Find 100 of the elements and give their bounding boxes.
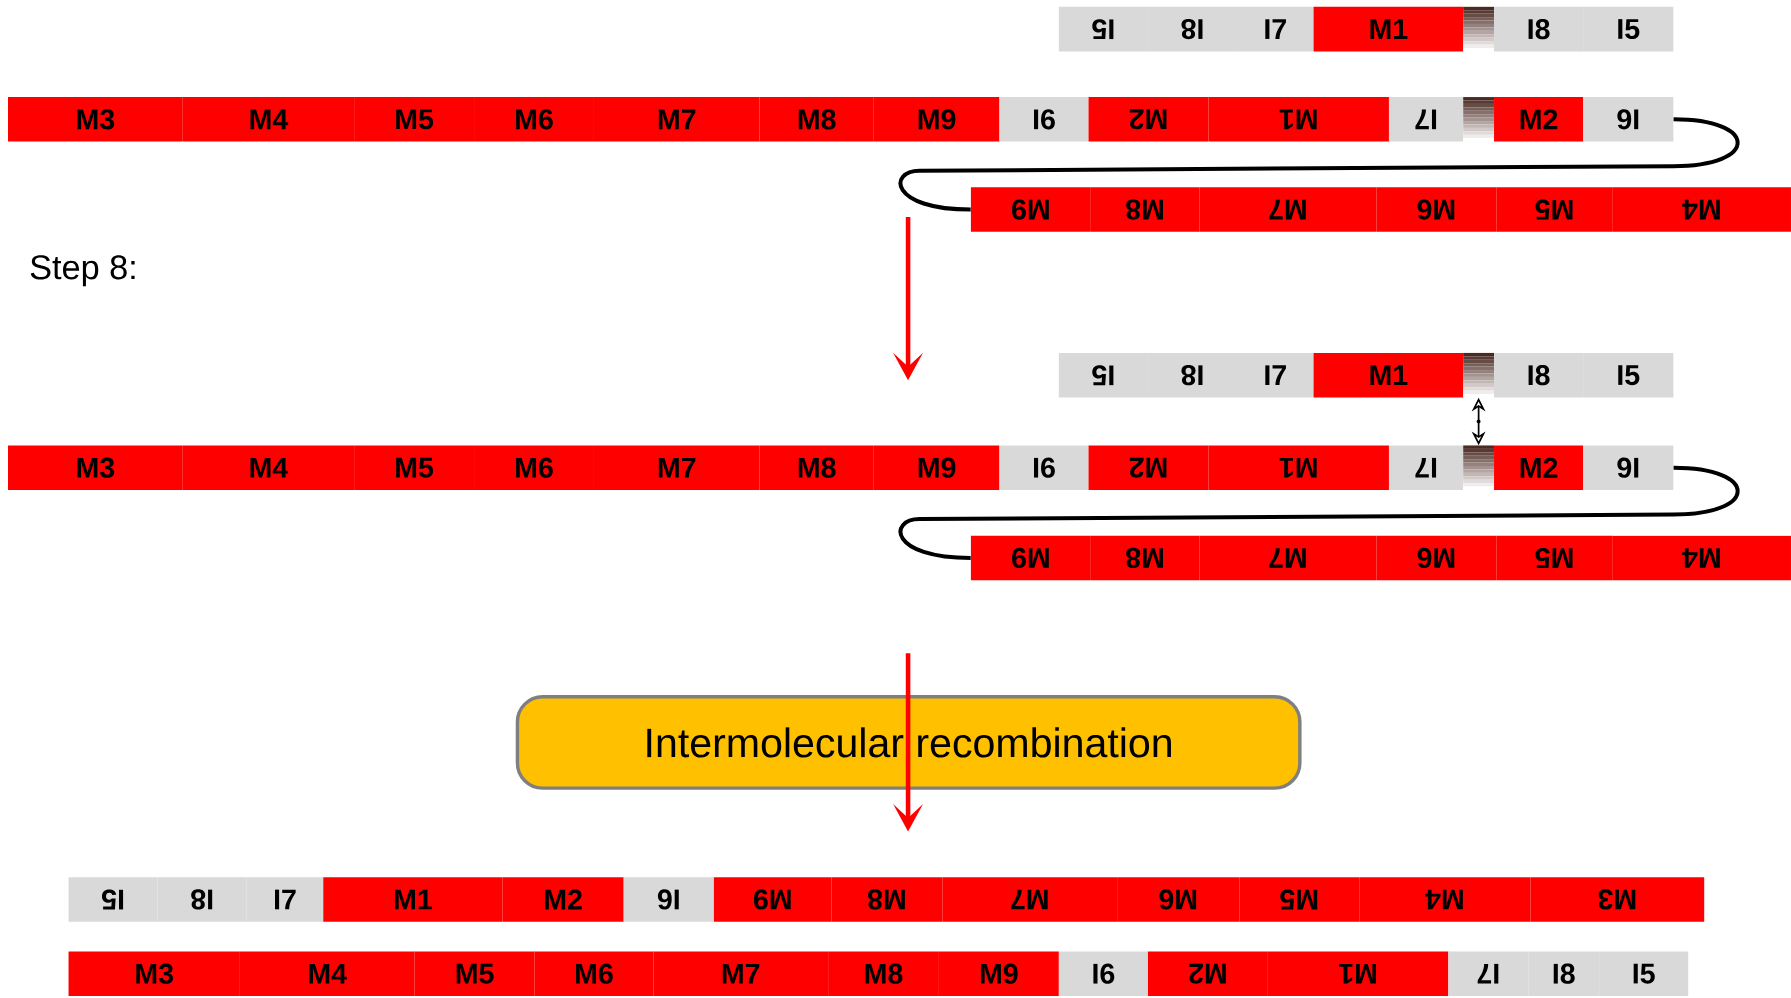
- segment-box: M5: [354, 445, 475, 490]
- segment-box: I5: [1583, 352, 1674, 398]
- segment-box: I8: [1494, 6, 1584, 52]
- segment-box: I7: [246, 877, 324, 922]
- node-label: M5: [396, 457, 434, 478]
- segment-box: M5: [1496, 187, 1613, 232]
- node-label: M3: [77, 457, 115, 478]
- segment-box: M6: [1376, 535, 1497, 581]
- node-label: I8: [1553, 963, 1575, 984]
- node-label: M6: [1417, 547, 1455, 568]
- segment-box: I6: [1583, 96, 1674, 142]
- segment-box: I5: [1599, 951, 1689, 996]
- node-label: M6: [1417, 199, 1455, 220]
- segment-box: I5: [1583, 6, 1674, 52]
- node-label: M3: [1598, 889, 1636, 910]
- node-label: M9: [918, 109, 956, 130]
- segment-box: M4: [1359, 877, 1531, 922]
- node-label: I7: [1265, 365, 1286, 385]
- node-label: M4: [1425, 889, 1463, 910]
- node-label: M1: [1279, 457, 1317, 478]
- node-label: M8: [798, 109, 836, 130]
- segment-box: I7: [1237, 6, 1314, 52]
- gradient-bar: [1463, 352, 1495, 398]
- node-label: I8: [191, 889, 213, 910]
- segment-box: M5: [414, 951, 535, 996]
- segment-box: M1: [1313, 6, 1464, 52]
- segment-box: M5: [1496, 535, 1613, 581]
- segment-box: I8: [1528, 951, 1600, 996]
- segment-box: I6: [1583, 445, 1674, 490]
- node-label: I8: [1181, 18, 1203, 40]
- segment-box: M8: [759, 445, 874, 490]
- segment-box: M1: [1313, 352, 1464, 398]
- segment-box: M7: [1199, 187, 1377, 232]
- node-label: M4: [1682, 547, 1720, 568]
- node-label: M5: [456, 963, 494, 984]
- segment-box: M1: [323, 877, 503, 922]
- segment-box: I7: [1388, 96, 1464, 142]
- node-label: M9: [753, 889, 791, 910]
- node-label: M4: [309, 963, 347, 984]
- segment-box: M8: [1090, 187, 1200, 232]
- segment-box: M7: [653, 951, 829, 996]
- segment-box: M6: [534, 951, 654, 996]
- node-label: M4: [1682, 199, 1720, 220]
- segment-box: M4: [239, 951, 415, 996]
- node-label: M7: [1269, 199, 1306, 220]
- node-label: I5: [1092, 19, 1114, 39]
- node-label: M8: [1126, 547, 1163, 568]
- segment-box: M8: [1090, 535, 1200, 581]
- segment-box: I8: [1147, 6, 1238, 52]
- segment-box: I5: [1058, 6, 1148, 52]
- segment-box: M9: [873, 96, 1000, 142]
- loop-line: [899, 117, 1740, 212]
- segment-box: M2: [1494, 96, 1584, 142]
- segment-box: M7: [593, 445, 760, 490]
- node-label: M7: [1269, 547, 1306, 568]
- node-label: M7: [722, 963, 760, 984]
- segment-box: M3: [8, 96, 183, 142]
- segment-box: M7: [593, 96, 760, 142]
- node-label: M8: [798, 457, 836, 478]
- node-label: I5: [1618, 365, 1640, 386]
- segment-box: M9: [970, 187, 1091, 232]
- node-label: M4: [250, 457, 289, 478]
- node-label: I7: [1265, 19, 1286, 39]
- segment-box: I5: [68, 877, 158, 922]
- node-label: M9: [1012, 547, 1049, 568]
- segment-box: M4: [1612, 535, 1791, 581]
- node-label: M2: [1129, 109, 1167, 130]
- node-label: M8: [868, 889, 905, 910]
- node-label: I5: [1633, 963, 1655, 984]
- segment-box: M3: [1530, 877, 1705, 922]
- node-label: I7: [1477, 963, 1499, 984]
- node-label: M3: [136, 963, 174, 984]
- loop-line: [899, 465, 1740, 560]
- node-label: M6: [576, 963, 613, 984]
- node-label: I5: [101, 889, 124, 910]
- segment-box: I6: [1058, 951, 1148, 996]
- node-label: I7: [275, 889, 296, 910]
- node-label: I8: [1528, 18, 1550, 40]
- gradient-bar: [1463, 445, 1495, 490]
- segment-box: M6: [474, 96, 594, 142]
- segment-box: M5: [354, 96, 475, 142]
- segment-box: I6: [999, 96, 1089, 142]
- node-label: M8: [865, 963, 903, 984]
- segment-box: M4: [182, 96, 355, 142]
- segment-box: I8: [1494, 352, 1584, 398]
- node-label: M1: [1339, 963, 1377, 984]
- node-label: M4: [250, 109, 289, 130]
- node-label: M6: [516, 109, 553, 130]
- segment-box: I6: [623, 877, 714, 922]
- segment-box: M9: [713, 877, 832, 922]
- segment-box: M7: [942, 877, 1118, 922]
- node-label: M9: [918, 457, 956, 478]
- node-label: M5: [1535, 199, 1573, 220]
- node-label: M9: [980, 963, 1018, 984]
- node-label: I5: [1092, 365, 1114, 386]
- segment-box: I8: [157, 877, 247, 922]
- segment-box: I6: [999, 445, 1089, 490]
- node-label: M5: [396, 109, 434, 130]
- segment-box: M3: [68, 951, 240, 996]
- segment-box: I8: [1147, 352, 1238, 398]
